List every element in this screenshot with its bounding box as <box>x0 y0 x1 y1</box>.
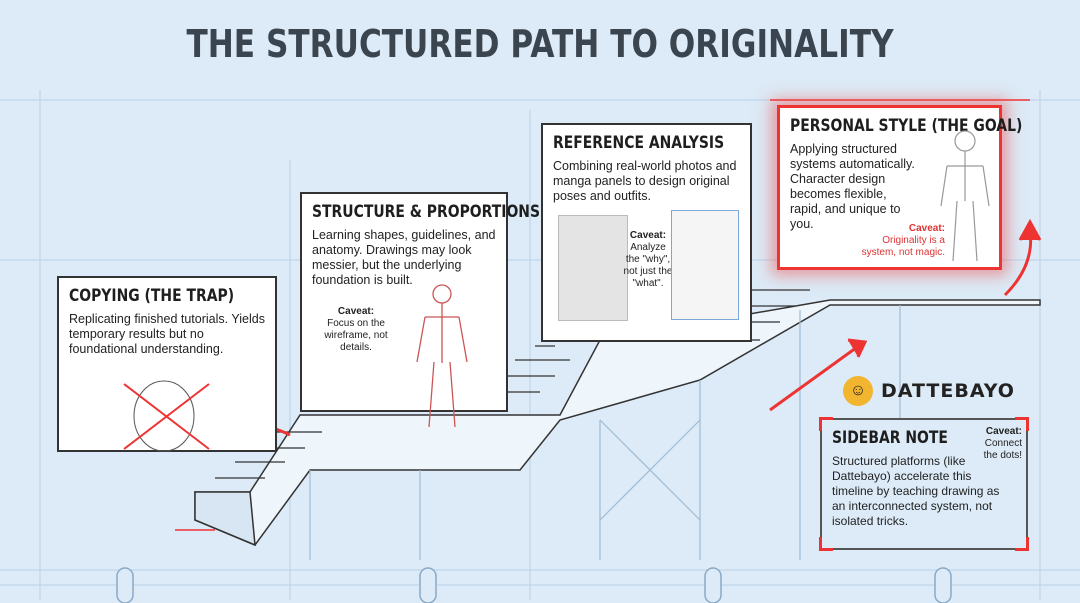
step-copying-card: COPYING (THE TRAP) Replicating finished … <box>57 276 277 452</box>
step-heading: STRUCTURE & PROPORTIONS <box>312 202 541 222</box>
caveat-text: Originality is a system, not magic. <box>861 235 945 258</box>
step-body: Combining real-world photos and manga pa… <box>553 159 737 203</box>
caveat-note: Caveat:Originality is a system, not magi… <box>855 223 945 259</box>
caveat-text: Focus on the wireframe, not details. <box>324 318 388 353</box>
reference-photo <box>558 215 628 321</box>
step-heading: PERSONAL STYLE (THE GOAL) <box>790 116 1023 136</box>
step-body: Applying structured systems automaticall… <box>790 142 915 231</box>
step-heading: REFERENCE ANALYSIS <box>553 133 725 153</box>
caveat-text: Connect the dots! <box>983 438 1022 461</box>
step-structure-card: STRUCTURE & PROPORTIONS Learning shapes,… <box>300 192 541 428</box>
copied-face-sketch-icon <box>123 380 210 452</box>
wireframe-figure-icon <box>416 284 468 428</box>
step-goal-card: PERSONAL STYLE (THE GOAL) Applying struc… <box>777 105 1023 270</box>
original-character-sketch-icon <box>940 130 990 262</box>
manga-panel-sketch <box>671 210 739 320</box>
sidebar-body: Structured platforms (like Dattebayo) ac… <box>832 454 1000 528</box>
step-body: Replicating finished tutorials. Yields t… <box>69 312 265 356</box>
sidebar-heading: SIDEBAR NOTE <box>832 428 948 448</box>
step-reference-card: REFERENCE ANALYSIS Combining real-world … <box>541 123 752 342</box>
caveat-label: Caveat: <box>629 230 667 241</box>
logo-wordmark: DATTEBAYO <box>881 380 1015 402</box>
caveat-label: Caveat: <box>985 426 1022 437</box>
dattebayo-logo: ☺ DATTEBAYO <box>843 376 1015 406</box>
caveat-note: Caveat:Connect the dots! <box>972 426 1022 462</box>
caveat-label: Caveat: <box>908 223 945 234</box>
page-title: THE STRUCTURED PATH TO ORIGINALITY <box>186 22 894 66</box>
caveat-label: Caveat: <box>337 306 375 317</box>
mascot-face-icon: ☺ <box>843 376 873 406</box>
caveat-text: Analyze the "why", not just the "what". <box>623 242 673 289</box>
step-body: Learning shapes, guidelines, and anatomy… <box>312 228 496 287</box>
sidebar-note-card: SIDEBAR NOTE Structured platforms (like … <box>819 417 1029 551</box>
caveat-note: Caveat:Analyze the "why", not just the "… <box>623 230 673 290</box>
caveat-note: Caveat:Focus on the wireframe, not detai… <box>312 306 400 354</box>
step-heading: COPYING (THE TRAP) <box>69 286 235 306</box>
